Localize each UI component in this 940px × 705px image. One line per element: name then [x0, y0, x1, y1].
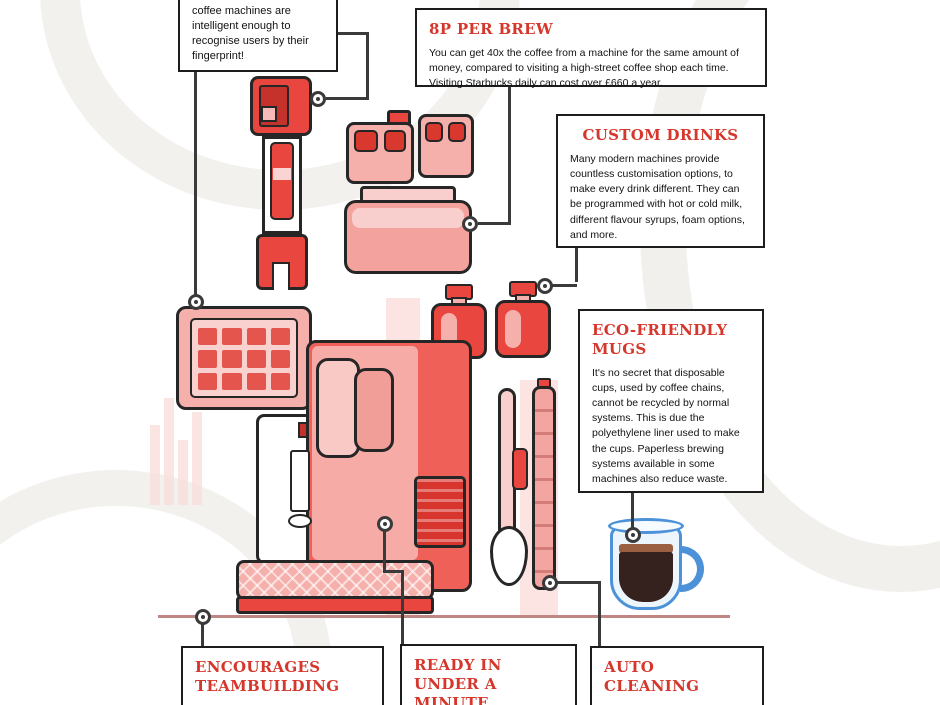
connector-line — [383, 570, 404, 573]
screen-key — [198, 350, 218, 368]
connector-line — [631, 490, 634, 529]
callout-fingerprint: coffee machines are intelligent enough t… — [178, 0, 338, 72]
callout-ready: READY IN UNDER A MINUTE — [400, 644, 577, 705]
tray-cell — [448, 122, 466, 142]
callout-price: 8P PER BREW You can get 40x the coffee f… — [415, 8, 767, 89]
callout-custom-drinks-body: Many modern machines provide countless c… — [570, 152, 745, 241]
callout-eco-mugs-title: ECO-FRIENDLY MUGS — [592, 321, 728, 358]
vent-grille — [414, 476, 466, 548]
tray-cell — [425, 122, 443, 142]
connector-dot — [542, 575, 558, 591]
connector-line — [557, 581, 601, 584]
screen-key — [222, 328, 242, 346]
machine-base — [236, 596, 434, 614]
mug-rim — [608, 518, 684, 534]
connector-dot — [377, 516, 393, 532]
screen-key — [246, 372, 266, 390]
screen-key — [270, 328, 290, 346]
connector-line — [598, 581, 601, 648]
group-head-left — [316, 358, 360, 458]
screen-key — [270, 350, 290, 368]
callout-eco-mugs-body: It's no secret that disposable cups, use… — [592, 366, 740, 486]
screen-key — [198, 328, 218, 346]
grinder-base-notch — [272, 262, 290, 290]
connector-line — [383, 530, 386, 572]
grinder-cylinder-band — [273, 168, 291, 180]
screen-key — [270, 372, 290, 390]
callout-custom-drinks: CUSTOM DRINKS Many modern machines provi… — [556, 114, 765, 248]
connector-dot — [188, 294, 204, 310]
callout-auto-cleaning-title: AUTO CLEANING — [604, 658, 700, 695]
callout-ready-title: READY IN UNDER A MINUTE — [414, 656, 502, 705]
connector-line — [508, 86, 511, 225]
connector-line — [552, 284, 577, 287]
connector-dot — [310, 91, 326, 107]
screen-key — [198, 372, 218, 390]
mug-crema — [619, 544, 673, 553]
drip-tray — [236, 560, 434, 600]
connector-line — [478, 222, 510, 225]
frother-strip — [532, 386, 556, 590]
wand-handle — [512, 448, 528, 490]
callout-price-body: You can get 40x the coffee from a machin… — [429, 46, 739, 90]
jar-body — [495, 300, 551, 358]
connector-dot — [537, 278, 553, 294]
connector-dot — [462, 216, 478, 232]
callout-teambuilding: ENCOURAGES TEAMBUILDING — [181, 646, 384, 705]
spout-tip — [288, 514, 312, 528]
connector-line — [201, 623, 204, 648]
callout-fingerprint-body: coffee machines are intelligent enough t… — [192, 5, 309, 62]
background-bar — [178, 440, 188, 505]
callout-teambuilding-title: ENCOURAGES TEAMBUILDING — [195, 658, 340, 695]
mug-coffee — [619, 552, 673, 602]
grinder-cylinder — [270, 142, 294, 220]
callout-custom-drinks-title: CUSTOM DRINKS — [582, 126, 739, 144]
group-head-right — [354, 368, 394, 452]
tray-cell — [354, 130, 378, 152]
dispenser-spout — [290, 450, 310, 512]
callout-eco-mugs: ECO-FRIENDLY MUGS It's no secret that di… — [578, 309, 764, 493]
screen-key — [246, 350, 266, 368]
background-bar — [164, 398, 174, 505]
callout-auto-cleaning-body: After they're done making us a brew, mod… — [604, 703, 750, 705]
connector-line — [338, 32, 368, 35]
background-bar — [192, 412, 202, 505]
table-surface-line — [158, 615, 730, 618]
connector-line — [194, 66, 197, 296]
callout-auto-cleaning: AUTO CLEANING After they're done making … — [590, 646, 764, 705]
screen-key — [222, 372, 242, 390]
hopper-top-band — [352, 208, 464, 228]
callout-price-title: 8P PER BREW — [429, 20, 554, 38]
connector-line — [575, 246, 578, 282]
tray-cell — [384, 130, 406, 152]
panel-key-grid — [198, 328, 290, 390]
connector-dot — [195, 609, 211, 625]
jar-highlight — [505, 310, 521, 348]
screen-key — [246, 328, 266, 346]
connector-line — [401, 570, 404, 648]
connector-dot — [625, 527, 641, 543]
background-bar — [150, 425, 160, 505]
connector-line — [326, 97, 368, 100]
grinder-pink-button — [261, 106, 277, 122]
connector-line — [366, 32, 369, 100]
mug-handle — [680, 546, 704, 592]
milk-pitcher — [490, 526, 528, 586]
screen-key — [222, 350, 242, 368]
